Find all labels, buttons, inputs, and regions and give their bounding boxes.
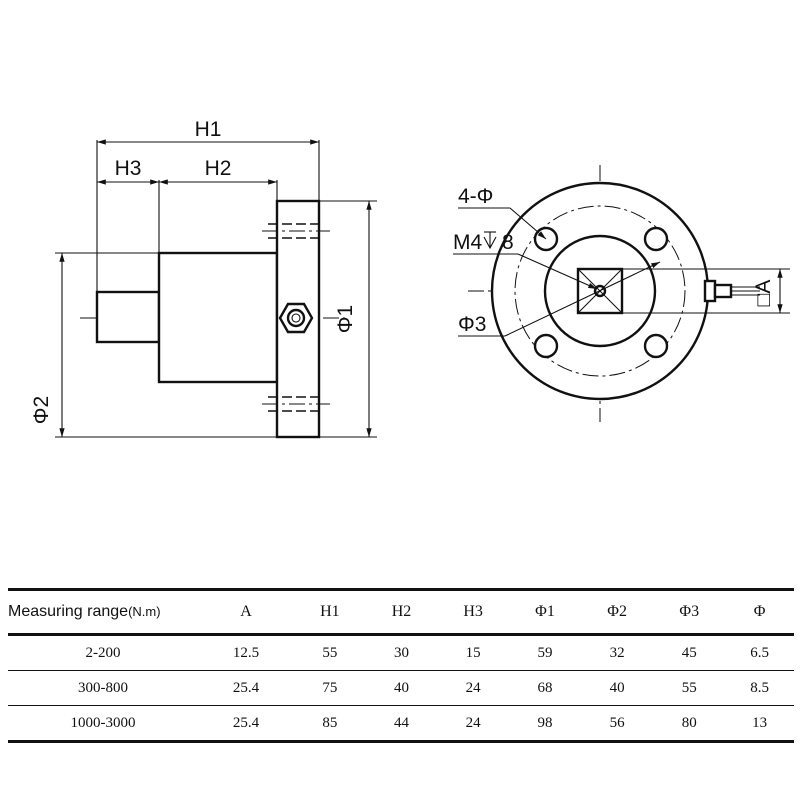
table-cell: 32 bbox=[581, 634, 654, 671]
table-cell: 55 bbox=[653, 670, 726, 706]
small-shaft bbox=[95, 290, 161, 344]
table-cell: 6.5 bbox=[725, 634, 794, 671]
hex-nut-icon bbox=[278, 302, 314, 334]
table-cell: 85 bbox=[294, 705, 366, 743]
column-header: H2 bbox=[365, 588, 438, 636]
header-range-unit: (N.m) bbox=[128, 604, 161, 619]
front-view: □A 4-Φ M4 8 Φ3 bbox=[453, 165, 790, 422]
thread-depth-label: 8 bbox=[502, 231, 514, 254]
dim-h1-label: H1 bbox=[195, 118, 222, 141]
table-cell: 25.4 bbox=[198, 670, 295, 706]
table-cell-range: 1000-3000 bbox=[8, 705, 198, 743]
header-range-text: Measuring range bbox=[8, 603, 129, 620]
column-header: H1 bbox=[294, 588, 366, 636]
main-body bbox=[157, 251, 279, 384]
table-cell: 8.5 bbox=[725, 670, 794, 706]
table-cell: 68 bbox=[508, 670, 582, 706]
table-cell: 30 bbox=[365, 634, 438, 671]
table-cell: 80 bbox=[653, 705, 726, 743]
table-cell: 40 bbox=[365, 670, 438, 706]
table-cell: 59 bbox=[508, 634, 582, 671]
column-header-measuring-range: Measuring range(N.m) bbox=[8, 588, 198, 636]
hole-note-label: 4-Φ bbox=[458, 185, 493, 208]
table-row: 300-800 25.4 75 40 24 68 40 55 8.5 bbox=[8, 670, 794, 706]
column-header: Φ2 bbox=[581, 588, 654, 636]
table-cell-range: 2-200 bbox=[8, 634, 198, 671]
table-cell: 55 bbox=[294, 634, 366, 671]
thread-note: M4 8 bbox=[453, 231, 514, 254]
mounting-hole-icon bbox=[533, 226, 669, 359]
dim-phi3-label: Φ3 bbox=[458, 313, 486, 336]
table-cell: 24 bbox=[437, 705, 509, 743]
column-header: Φ1 bbox=[508, 588, 582, 636]
thread-note-label: M4 bbox=[453, 231, 482, 254]
table-cell-range: 300-800 bbox=[8, 670, 198, 706]
table-row: 1000-3000 25.4 85 44 24 98 56 80 13 bbox=[8, 705, 794, 743]
table-row: 2-200 12.5 55 30 15 59 32 45 6.5 bbox=[8, 634, 794, 671]
specification-table: Measuring range(N.m) A H1 H2 H3 Φ1 Φ2 Φ3… bbox=[8, 588, 794, 743]
column-header: A bbox=[198, 588, 295, 636]
column-header: Φ bbox=[725, 588, 794, 636]
dim-h2-label: H2 bbox=[205, 157, 232, 180]
dim-a-label: □A bbox=[752, 280, 775, 307]
table-cell: 15 bbox=[437, 634, 509, 671]
table-cell: 75 bbox=[294, 670, 366, 706]
cable-connector-icon bbox=[703, 279, 760, 303]
table-cell: 98 bbox=[508, 705, 582, 743]
dim-phi2-label: Φ2 bbox=[30, 396, 53, 424]
bolt-circle bbox=[514, 205, 686, 377]
table-cell: 56 bbox=[581, 705, 654, 743]
table-cell: 13 bbox=[725, 705, 794, 743]
table-cell: 44 bbox=[365, 705, 438, 743]
table-cell: 25.4 bbox=[198, 705, 295, 743]
table-cell: 12.5 bbox=[198, 634, 295, 671]
column-header: H3 bbox=[437, 588, 509, 636]
depth-icon bbox=[483, 231, 497, 250]
table-header-row: Measuring range(N.m) A H1 H2 H3 Φ1 Φ2 Φ3… bbox=[8, 588, 794, 636]
table-cell: 24 bbox=[437, 670, 509, 706]
dim-phi1-label: Φ1 bbox=[334, 305, 357, 333]
dim-h3-label: H3 bbox=[115, 157, 142, 180]
technical-drawing: H1 H3 H2 Φ1 Φ2 bbox=[30, 118, 790, 439]
table-cell: 45 bbox=[653, 634, 726, 671]
table-cell: 40 bbox=[581, 670, 654, 706]
column-header: Φ3 bbox=[653, 588, 726, 636]
side-view: H1 H3 H2 Φ1 Φ2 bbox=[30, 118, 377, 439]
